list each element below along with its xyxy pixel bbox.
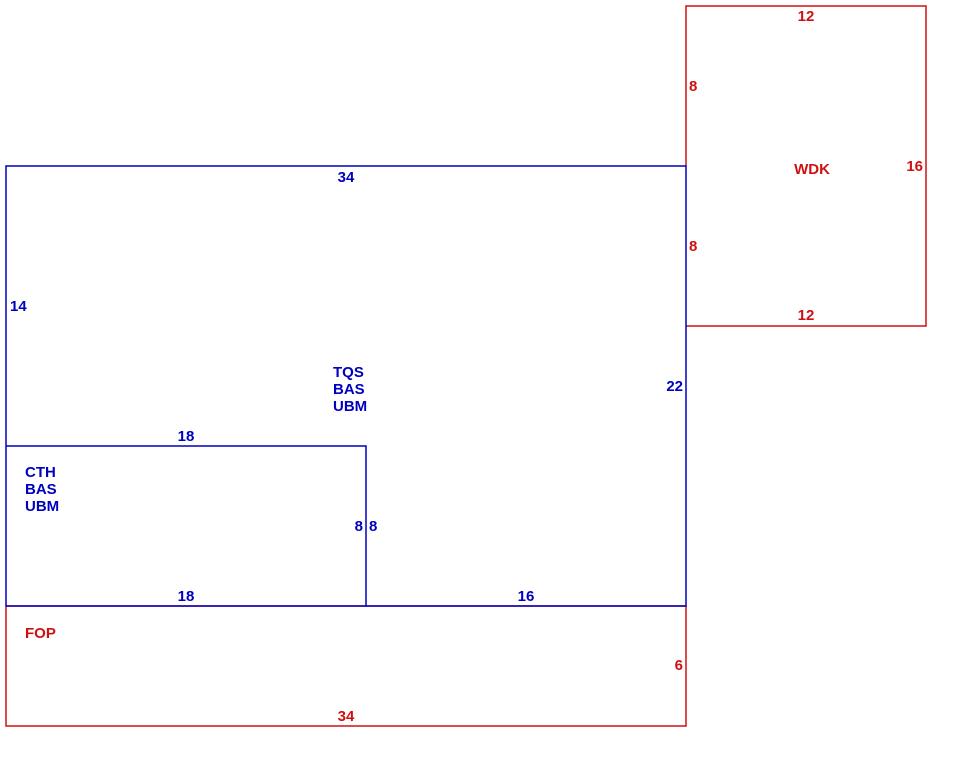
tqs-dim-top: 34 xyxy=(338,169,355,186)
area-wdk: 12 8 8 16 12 WDK xyxy=(685,5,927,327)
area-cth: 18 8 8 18 CTH BAS UBM xyxy=(5,428,377,607)
wdk-dim-bottom: 12 xyxy=(798,307,815,324)
area-fop: FOP 6 34 xyxy=(5,605,687,727)
wdk-dim-top: 12 xyxy=(798,8,815,25)
cth-dim-bottom: 18 xyxy=(178,588,195,605)
cth-dim-right-a: 8 xyxy=(355,518,363,535)
area-tqs: 34 14 22 16 TQS BAS UBM xyxy=(5,165,687,607)
fop-label: FOP xyxy=(25,625,56,642)
cth-dim-right-b: 8 xyxy=(369,518,377,535)
wdk-dim-left-upper: 8 xyxy=(689,78,697,95)
tqs-label-line-2: BAS xyxy=(333,381,365,398)
tqs-label-line-3: UBM xyxy=(333,398,367,415)
wdk-dim-right: 16 xyxy=(906,158,923,175)
tqs-dim-right: 22 xyxy=(666,378,683,395)
tqs-dim-bottom-right: 16 xyxy=(518,588,535,605)
wdk-label: WDK xyxy=(794,161,830,178)
cth-label-line-1: CTH xyxy=(25,464,56,481)
cth-label-line-2: BAS xyxy=(25,481,57,498)
tqs-label-line-1: TQS xyxy=(333,364,364,381)
cth-outline xyxy=(5,445,367,607)
fop-dim-bottom: 34 xyxy=(338,708,355,725)
wdk-outline xyxy=(685,5,927,327)
cth-dim-top: 18 xyxy=(178,428,195,445)
cth-label-line-3: UBM xyxy=(25,498,59,515)
tqs-dim-left: 14 xyxy=(10,298,27,315)
tqs-outline xyxy=(5,165,687,607)
wdk-dim-left-lower: 8 xyxy=(689,238,697,255)
fop-dim-right: 6 xyxy=(675,657,683,674)
